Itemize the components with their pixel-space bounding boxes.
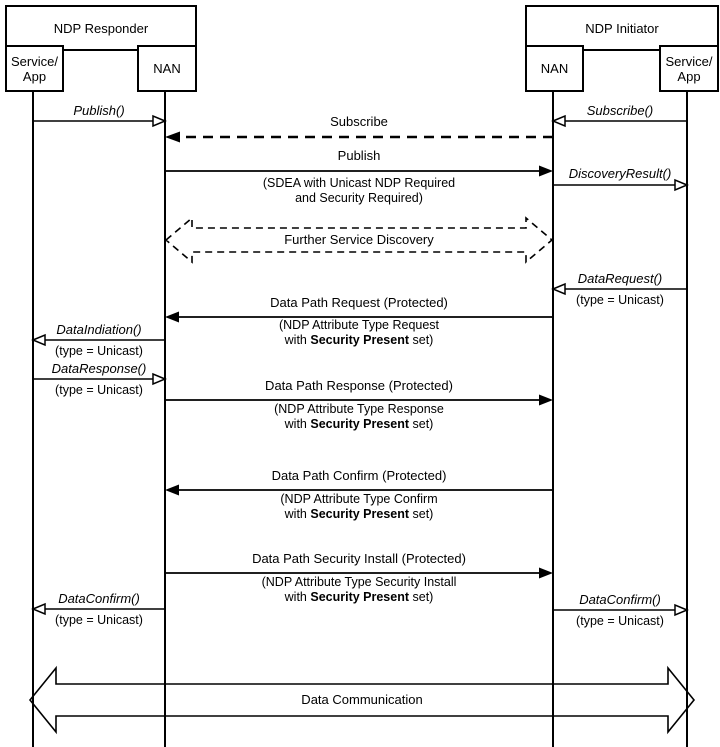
- arrow-subscribe: [165, 131, 553, 143]
- subscribe-call-label: Subscribe(): [586, 103, 654, 118]
- data-path-security-install-label: Data Path Security Install (Protected): [252, 551, 466, 566]
- arrow-data-path-confirm: [165, 484, 553, 496]
- data-confirm-right-label: DataConfirm(): [579, 592, 661, 607]
- data-path-confirm-label: Data Path Confirm (Protected): [271, 468, 447, 483]
- initiator-service-app-box: Service/ App: [659, 45, 719, 92]
- arrow-data-indiation: [31, 333, 165, 347]
- arrow-discovery-result: [553, 178, 689, 192]
- detail-line-2: with Security Present set): [284, 417, 434, 431]
- arrow-publish: [165, 165, 553, 177]
- data-path-confirm-detail: (NDP Attribute Type Confirm with Securit…: [280, 492, 437, 522]
- responder-title: NDP Responder: [53, 20, 149, 36]
- responder-title-box: NDP Responder: [5, 5, 197, 51]
- publish-label: Publish: [337, 148, 381, 163]
- further-service-discovery-label: Further Service Discovery: [284, 232, 434, 247]
- data-path-security-install-detail: (NDP Attribute Type Security Install wit…: [262, 575, 457, 605]
- data-response-label: DataResponse(): [51, 361, 147, 376]
- data-communication-arrow: [28, 665, 696, 735]
- data-indiation-label: DataIndiation(): [56, 322, 142, 337]
- data-path-request-detail: (NDP Attribute Type Request with Securit…: [279, 318, 439, 348]
- arrow-data-path-security-install: [165, 567, 553, 579]
- arrow-publish-call: [33, 114, 167, 128]
- initiator-nan-label: NAN: [540, 61, 569, 76]
- detail-line-2: with Security Present set): [284, 507, 434, 521]
- initiator-nan-box: NAN: [525, 45, 584, 92]
- subscribe-label: Subscribe: [330, 114, 388, 129]
- detail-line-1: (NDP Attribute Type Confirm: [280, 492, 438, 506]
- data-response-type: (type = Unicast): [55, 383, 143, 397]
- arrow-data-confirm-left: [31, 602, 165, 616]
- message-arrows: [31, 114, 689, 617]
- lifelines: [32, 88, 688, 747]
- arrow-subscribe-call: [551, 114, 687, 128]
- detail-line-1: (NDP Attribute Type Security Install: [261, 575, 457, 589]
- detail-line-2: with Security Present set): [284, 333, 434, 347]
- initiator-service-app-label: Service/ App: [665, 53, 713, 84]
- data-request-type: (type = Unicast): [576, 293, 664, 307]
- detail-line-1: (NDP Attribute Type Response: [274, 402, 444, 416]
- publish-call-label: Publish(): [73, 103, 125, 118]
- discovery-result-label: DiscoveryResult(): [568, 166, 672, 181]
- responder-nan-label: NAN: [153, 61, 181, 76]
- data-confirm-left-label: DataConfirm(): [58, 591, 140, 606]
- data-confirm-left-type: (type = Unicast): [55, 613, 143, 627]
- data-path-response-detail: (NDP Attribute Type Response with Securi…: [274, 402, 444, 432]
- responder-service-app-label: Service/ App: [11, 53, 58, 84]
- arrow-data-response: [33, 372, 167, 386]
- responder-service-app-box: Service/ App: [5, 45, 64, 92]
- detail-line-1: (NDP Attribute Type Request: [278, 318, 440, 332]
- publish-detail: (SDEA with Unicast NDP Required and Secu…: [262, 176, 456, 205]
- data-indiation-type: (type = Unicast): [55, 344, 143, 358]
- arrow-data-request: [551, 282, 687, 296]
- arrow-data-path-response: [165, 394, 553, 406]
- data-communication-label: Data Communication: [301, 692, 423, 707]
- initiator-title: NDP Initiator: [585, 20, 659, 36]
- detail-line-2: with Security Present set): [284, 590, 434, 604]
- data-request-label: DataRequest(): [577, 271, 663, 286]
- data-confirm-right-type: (type = Unicast): [576, 614, 664, 628]
- responder-nan-box: NAN: [137, 45, 197, 92]
- data-path-request-label: Data Path Request (Protected): [270, 295, 448, 310]
- data-path-response-label: Data Path Response (Protected): [265, 378, 453, 393]
- arrow-data-confirm-right: [553, 603, 689, 617]
- initiator-title-box: NDP Initiator: [525, 5, 719, 51]
- arrow-data-path-request: [165, 311, 553, 323]
